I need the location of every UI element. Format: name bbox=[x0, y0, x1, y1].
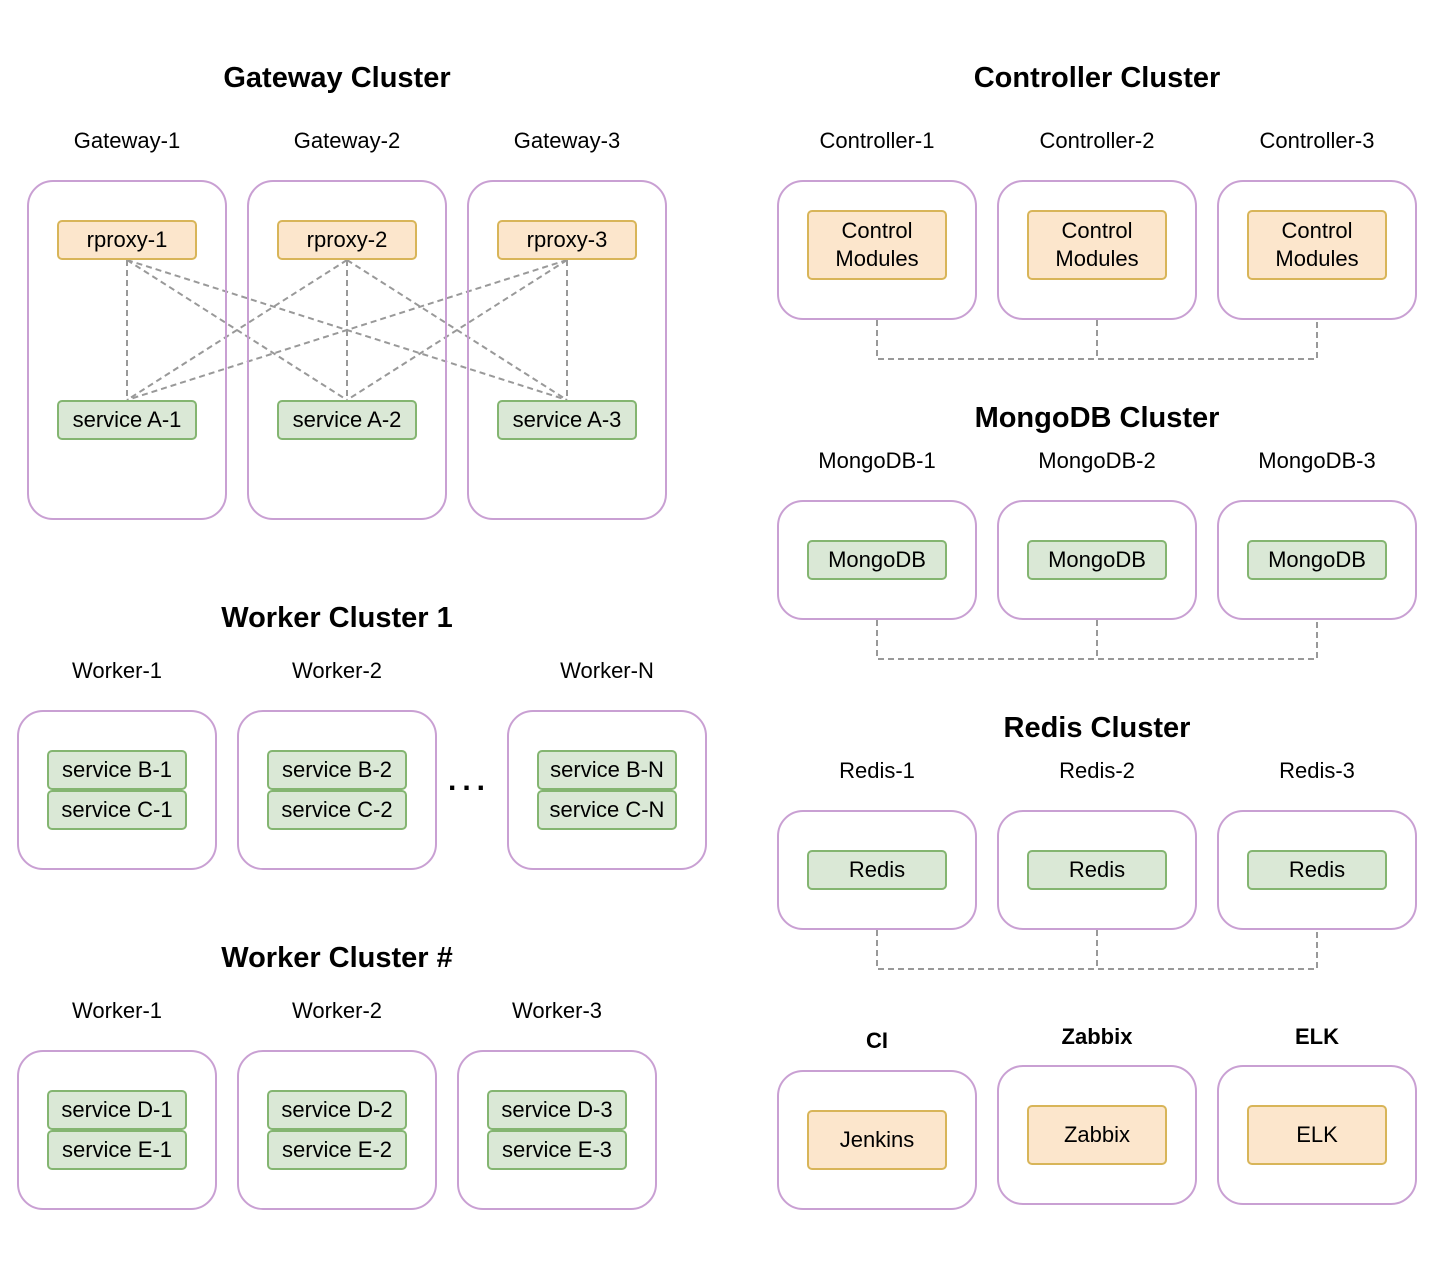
service-d-3-chip[interactable]: service D-3 bbox=[487, 1090, 627, 1130]
ellipsis-icon: ... bbox=[448, 764, 492, 797]
redis-1-label: Redis-1 bbox=[839, 758, 915, 783]
workerN-2-label: Worker-2 bbox=[291, 998, 383, 1023]
service-a-2-chip[interactable]: service A-2 bbox=[277, 400, 417, 440]
controller-1-label: Controller-1 bbox=[819, 128, 935, 153]
service-c-2-chip[interactable]: service C-2 bbox=[267, 790, 407, 830]
controller-cluster-link bbox=[876, 320, 1318, 360]
zabbix-chip[interactable]: Zabbix bbox=[1027, 1105, 1167, 1165]
gateway-cluster-title: Gateway Cluster bbox=[223, 62, 451, 94]
gateway-1-label: Gateway-1 bbox=[73, 128, 181, 153]
redis-2-chip[interactable]: Redis bbox=[1027, 850, 1167, 890]
ci-label: CI bbox=[866, 1028, 888, 1053]
service-a-3-chip[interactable]: service A-3 bbox=[497, 400, 637, 440]
jenkins-chip[interactable]: Jenkins bbox=[807, 1110, 947, 1170]
service-b-n-chip[interactable]: service B-N bbox=[537, 750, 677, 790]
worker1-n-label: Worker-N bbox=[560, 658, 654, 683]
worker1-2-label: Worker-2 bbox=[291, 658, 383, 683]
mongodb-cluster-title: MongoDB Cluster bbox=[974, 402, 1220, 434]
mongodb-cluster-link bbox=[876, 620, 1318, 660]
redis-cluster-title: Redis Cluster bbox=[1003, 712, 1191, 744]
controller-3-label: Controller-3 bbox=[1259, 128, 1375, 153]
rproxy-2-chip[interactable]: rproxy-2 bbox=[277, 220, 417, 260]
redis-2-label: Redis-2 bbox=[1059, 758, 1135, 783]
controller-2-label: Controller-2 bbox=[1039, 128, 1155, 153]
workerN-1-label: Worker-1 bbox=[71, 998, 163, 1023]
service-e-2-chip[interactable]: service E-2 bbox=[267, 1130, 407, 1170]
gateway-2-node[interactable] bbox=[247, 180, 447, 520]
gateway-2-label: Gateway-2 bbox=[293, 128, 401, 153]
workerN-3-label: Worker-3 bbox=[511, 998, 603, 1023]
worker-cluster-n-title: Worker Cluster # bbox=[221, 942, 453, 974]
worker-cluster-1-title: Worker Cluster 1 bbox=[221, 602, 453, 634]
redis-1-chip[interactable]: Redis bbox=[807, 850, 947, 890]
mongodb-3-chip[interactable]: MongoDB bbox=[1247, 540, 1387, 580]
redis-cluster-link bbox=[876, 930, 1318, 970]
service-d-1-chip[interactable]: service D-1 bbox=[47, 1090, 187, 1130]
redis-3-label: Redis-3 bbox=[1279, 758, 1355, 783]
gateway-3-label: Gateway-3 bbox=[513, 128, 621, 153]
mongodb-1-label: MongoDB-1 bbox=[818, 448, 936, 473]
control-modules-2-chip[interactable]: Control Modules bbox=[1027, 210, 1167, 280]
mongodb-2-chip[interactable]: MongoDB bbox=[1027, 540, 1167, 580]
elk-label: ELK bbox=[1295, 1024, 1339, 1049]
service-c-1-chip[interactable]: service C-1 bbox=[47, 790, 187, 830]
gateway-1-node[interactable] bbox=[27, 180, 227, 520]
service-a-1-chip[interactable]: service A-1 bbox=[57, 400, 197, 440]
service-e-3-chip[interactable]: service E-3 bbox=[487, 1130, 627, 1170]
mongodb-2-label: MongoDB-2 bbox=[1038, 448, 1156, 473]
redis-3-chip[interactable]: Redis bbox=[1247, 850, 1387, 890]
worker1-1-label: Worker-1 bbox=[71, 658, 163, 683]
rproxy-3-chip[interactable]: rproxy-3 bbox=[497, 220, 637, 260]
mongodb-1-chip[interactable]: MongoDB bbox=[807, 540, 947, 580]
service-c-n-chip[interactable]: service C-N bbox=[537, 790, 677, 830]
zabbix-label: Zabbix bbox=[1061, 1024, 1133, 1049]
service-e-1-chip[interactable]: service E-1 bbox=[47, 1130, 187, 1170]
controller-cluster-title: Controller Cluster bbox=[973, 62, 1221, 94]
service-b-2-chip[interactable]: service B-2 bbox=[267, 750, 407, 790]
elk-chip[interactable]: ELK bbox=[1247, 1105, 1387, 1165]
rproxy-1-chip[interactable]: rproxy-1 bbox=[57, 220, 197, 260]
service-d-2-chip[interactable]: service D-2 bbox=[267, 1090, 407, 1130]
control-modules-1-chip[interactable]: Control Modules bbox=[807, 210, 947, 280]
gateway-3-node[interactable] bbox=[467, 180, 667, 520]
service-b-1-chip[interactable]: service B-1 bbox=[47, 750, 187, 790]
mongodb-3-label: MongoDB-3 bbox=[1258, 448, 1376, 473]
control-modules-3-chip[interactable]: Control Modules bbox=[1247, 210, 1387, 280]
